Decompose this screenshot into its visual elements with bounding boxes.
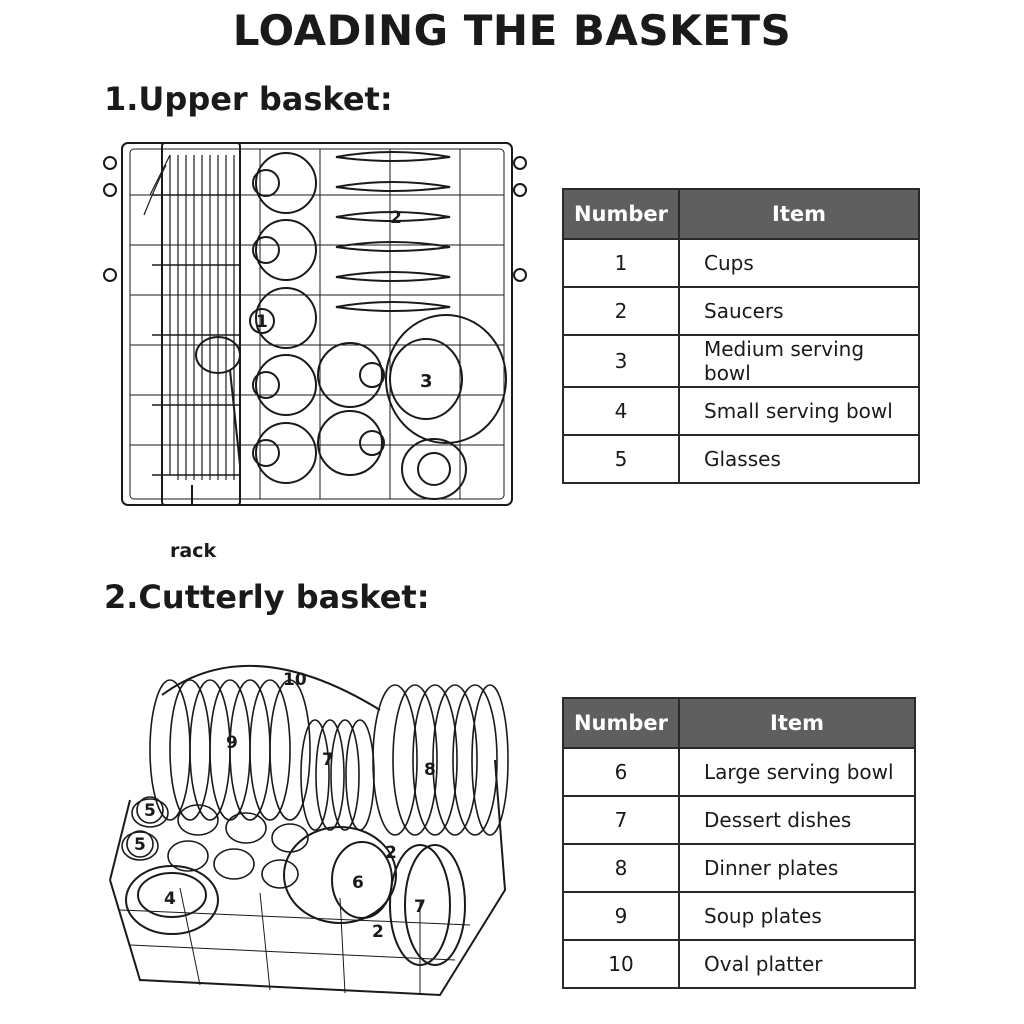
- table-header-number: Number: [562, 697, 680, 749]
- callout-8: 8: [424, 760, 436, 780]
- callout-1: 1: [256, 312, 268, 332]
- callout-3: 3: [420, 371, 433, 392]
- table-header-item: Item: [678, 697, 916, 749]
- upper-basket-heading: 1.Upper basket:: [104, 80, 393, 118]
- cutlery-basket-heading: 2.Cutterly basket:: [104, 578, 430, 616]
- callout-2: 2: [390, 208, 402, 228]
- table-header-number: Number: [562, 188, 680, 240]
- upper-basket-illustration: 1 2 3: [103, 142, 527, 506]
- callout-7-upper: 7: [322, 750, 334, 770]
- callout-4: 4: [164, 889, 176, 909]
- table-header-item: Item: [678, 188, 920, 240]
- callout-6: 6: [352, 873, 364, 893]
- callout-2-upper: 2: [385, 843, 397, 863]
- callout-7-lower: 7: [414, 897, 426, 917]
- callout-5-upper: 5: [144, 801, 156, 821]
- page-title: LOADING THE BASKETS: [232, 6, 792, 55]
- rack-label: rack: [170, 540, 217, 562]
- cutlery-basket-illustration: 10 9 7 8 5 5 4 6 2 2 7: [109, 664, 509, 997]
- callout-9: 9: [226, 733, 238, 753]
- callout-10: 10: [283, 670, 307, 690]
- callout-5-lower: 5: [134, 835, 146, 855]
- callout-2-lower: 2: [372, 922, 384, 942]
